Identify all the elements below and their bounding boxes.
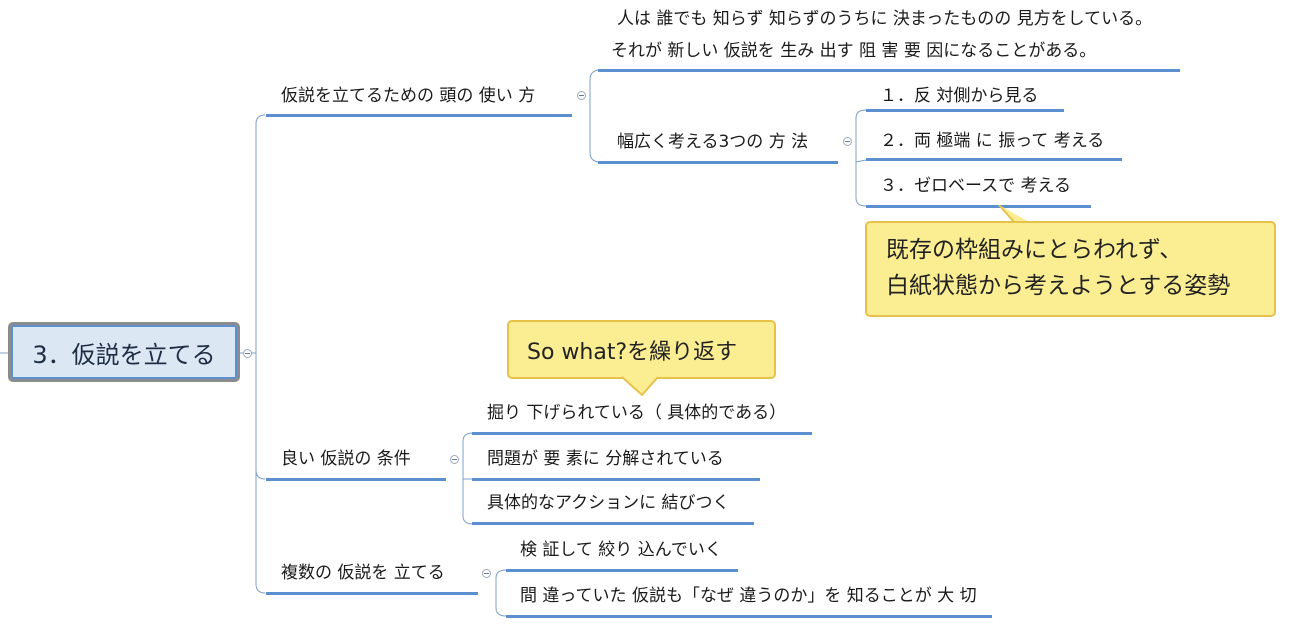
note-line-2[interactable]: それが 新しい 仮説を 生み 出す 阻 害 要 因になることがある。: [611, 41, 1097, 61]
method-underline: [866, 158, 1122, 161]
collapse-icon[interactable]: [450, 455, 459, 464]
method-item-2[interactable]: ２．両 極端 に 振って 考える: [880, 131, 1105, 151]
collapse-icon[interactable]: [577, 91, 586, 100]
condition-underline: [472, 522, 754, 525]
callout-pointer: [621, 376, 659, 396]
condition-item-1[interactable]: 掘り 下げられている（ 具体的である）: [487, 403, 787, 423]
branch-label-multiple-hypotheses[interactable]: 複数の 仮説を 立てる: [281, 563, 445, 583]
method-underline: [866, 109, 1064, 112]
callout-so-what-text: So what?を繰り返す: [527, 339, 738, 365]
sub-topic-underline: [598, 161, 838, 164]
collapse-icon[interactable]: [243, 349, 252, 358]
note-line-1[interactable]: 人は 誰でも 知らず 知らずのうちに 決まったものの 見方をしている。: [617, 9, 1153, 29]
multiple-item-1[interactable]: 検 証して 絞り 込んでいく: [520, 540, 722, 560]
branch-label-good-hypothesis[interactable]: 良い 仮説の 条件: [281, 449, 411, 469]
central-topic-label: 3．仮説を立てる: [32, 340, 216, 369]
branch-label-hypothesis-thinking[interactable]: 仮説を立てるための 頭の 使い 方: [281, 86, 536, 106]
method-item-1[interactable]: １．反 対側から見る: [880, 86, 1039, 106]
callout-line-2: 白紙状態から考えようとする姿勢: [886, 273, 1231, 299]
branch-underline: [266, 114, 572, 117]
collapse-icon[interactable]: [482, 569, 491, 578]
condition-underline: [472, 478, 760, 481]
central-topic[interactable]: 3．仮説を立てる: [8, 322, 240, 382]
branch-underline: [266, 592, 478, 595]
branch-underline: [266, 478, 446, 481]
condition-item-3[interactable]: 具体的なアクションに 結びつく: [487, 493, 730, 513]
condition-underline: [472, 432, 812, 435]
method-item-3[interactable]: ３．ゼロベースで 考える: [880, 176, 1072, 196]
collapse-icon[interactable]: [843, 137, 852, 146]
condition-item-2[interactable]: 問題が 要 素に 分解されている: [487, 449, 724, 469]
note-underline: [598, 69, 1180, 72]
multiple-item-2[interactable]: 間 違っていた 仮説も「なぜ 違うのか」を 知ることが 大 切: [520, 586, 977, 606]
callout-line-1: 既存の枠組みにとらわれず、: [886, 237, 1183, 263]
multiple-underline: [506, 615, 992, 618]
multiple-underline: [506, 569, 738, 572]
method-underline: [866, 205, 1091, 208]
callout-zero-base[interactable]: 既存の枠組みにとらわれず、 白紙状態から考えようとする姿勢: [865, 221, 1276, 317]
callout-so-what[interactable]: So what?を繰り返す: [507, 320, 776, 379]
sub-topic-three-methods[interactable]: 幅広く考える3つの 方 法: [617, 132, 809, 152]
